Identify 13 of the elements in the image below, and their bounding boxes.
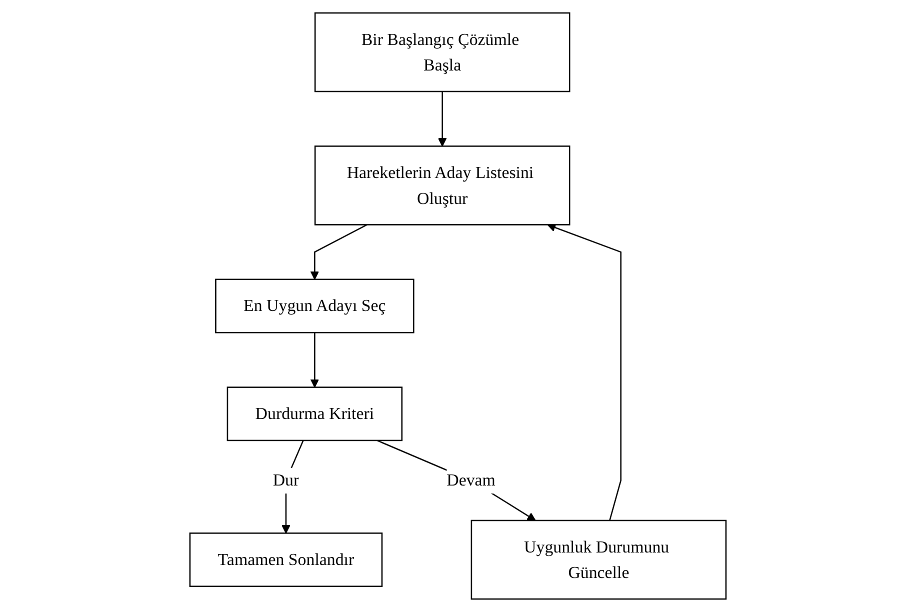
edge-label: Devam [446, 470, 495, 490]
node-box: Bir Başlangıç Çözümle Başla [314, 12, 570, 92]
arrow [310, 224, 367, 280]
node-box: Tamamen Sonlandır [188, 532, 382, 587]
arrow [546, 223, 622, 521]
node-box: Durdurma Kriteri [226, 386, 402, 442]
arrow [438, 92, 446, 147]
node-box: Hareketlerin Aday Listesini Oluştur [314, 146, 570, 226]
node-box: En Uygun Adayı Seç [214, 278, 414, 334]
edge-label: Dur [272, 470, 299, 490]
arrow [310, 332, 319, 388]
arrow [376, 440, 536, 521]
node-box: Uygunluk Durumunu Güncelle [470, 520, 726, 600]
